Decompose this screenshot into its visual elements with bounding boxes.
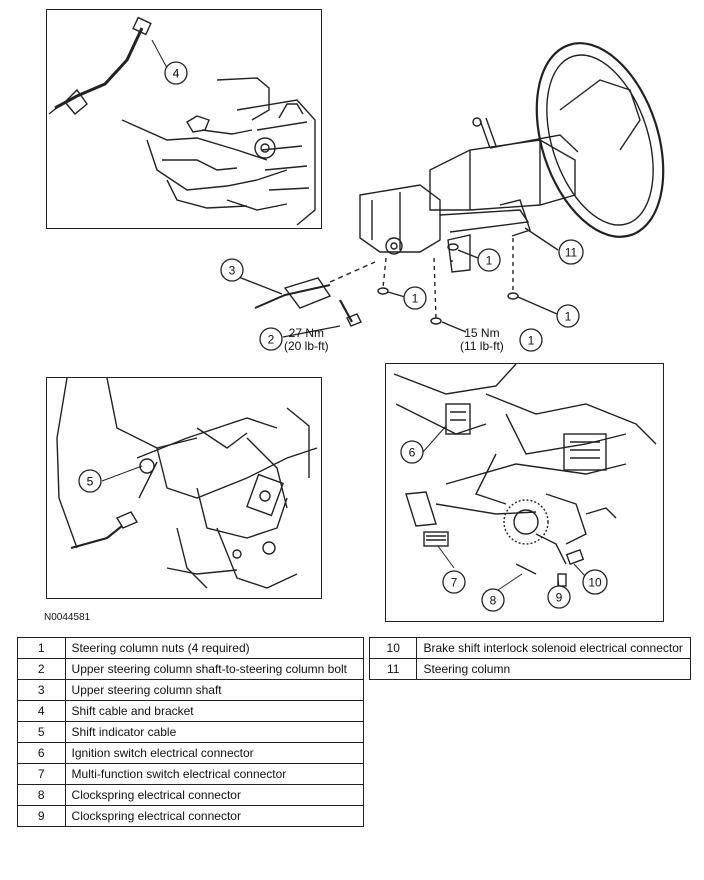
- legend-description: Clockspring electrical connector: [64, 784, 365, 806]
- figure-code: N0044581: [44, 612, 91, 623]
- callout-5-circle: [78, 469, 102, 493]
- callout-9-circle: [547, 585, 571, 609]
- legend-description: Upper steering column shaft: [64, 679, 365, 701]
- callout-8-circle: [481, 588, 505, 612]
- legend-number: 8: [17, 784, 66, 806]
- shift-indicator-drawing: 5: [56, 378, 318, 589]
- inset-shift-cable: 4: [46, 9, 322, 229]
- callout-2-circle: [259, 327, 283, 351]
- legend-number: 5: [17, 721, 66, 743]
- callout-1-label-b: 1: [486, 254, 493, 268]
- callout-7-circle: [442, 570, 466, 594]
- legend-description: Ignition switch electrical connector: [64, 742, 365, 764]
- callout-5-label: 5: [87, 475, 94, 489]
- bolt-torque-nm: 27 Nm: [288, 326, 325, 340]
- callout-1-circle-b: [477, 248, 501, 272]
- callout-9-label: 9: [556, 591, 563, 605]
- callout-1-label-a: 1: [412, 292, 419, 306]
- legend-description: Multi-function switch electrical connect…: [64, 763, 365, 785]
- callout-1-label-c: 1: [565, 310, 572, 324]
- legend-description: Shift indicator cable: [64, 721, 365, 743]
- callout-7-label: 7: [451, 576, 458, 590]
- legend-description: Steering column: [416, 658, 691, 680]
- nut-torque-spec: 15 Nm (11 lb-ft): [460, 327, 504, 353]
- steering-column-drawing: 3 2 1 1 1 1 11: [220, 42, 665, 352]
- legend-number: 10: [368, 637, 418, 659]
- callout-1-label-d: 1: [528, 334, 535, 348]
- callout-4-circle: [164, 61, 188, 85]
- callout-1-circle-c: [556, 304, 580, 328]
- nut-torque-nm: 15 Nm: [464, 326, 500, 340]
- callout-10-circle: [582, 569, 608, 595]
- bolt-torque-spec: 27 Nm (20 lb-ft): [284, 327, 329, 353]
- legend-description: Clockspring electrical connector: [64, 805, 365, 827]
- legend-number: 1: [17, 637, 66, 659]
- callout-11-label: 11: [565, 246, 578, 260]
- callout-1-circle-a: [403, 286, 427, 310]
- shift-cable-drawing: 4: [48, 16, 316, 226]
- callout-2-label: 2: [268, 333, 275, 347]
- legend-description: Upper steering column shaft-to-steering …: [64, 658, 365, 680]
- legend-number: 6: [17, 742, 66, 764]
- callout-6-label: 6: [409, 446, 416, 460]
- callout-11-circle: [558, 239, 584, 265]
- callout-8-label: 8: [490, 594, 497, 608]
- legend-number: 9: [17, 805, 66, 827]
- inset-connectors: 6 7 8 9 10: [385, 363, 664, 622]
- callout-3-label: 3: [229, 264, 236, 278]
- callout-3-circle: [220, 258, 244, 282]
- legend-number: 3: [17, 679, 66, 701]
- inset-shift-indicator: 5: [46, 377, 322, 599]
- legend-number: 4: [17, 700, 66, 722]
- legend-description: Brake shift interlock solenoid electrica…: [416, 637, 691, 659]
- legend-description: Steering column nuts (4 required): [64, 637, 365, 659]
- legend-number: 11: [368, 658, 418, 680]
- bolt-torque-lbft: (20 lb-ft): [284, 339, 329, 353]
- connectors-drawing: 6 7 8 9 10: [393, 364, 657, 612]
- legend-number: 2: [17, 658, 66, 680]
- callout-1-circle-d: [519, 328, 543, 352]
- exploded-view: 3 2 1 1 1 1 11 27 Nm (20 lb-ft) 15 Nm (1…: [0, 0, 704, 370]
- legend-number: 7: [17, 763, 66, 785]
- callout-10-label: 10: [588, 576, 602, 590]
- nut-torque-lbft: (11 lb-ft): [460, 339, 504, 353]
- callout-4-label: 4: [173, 67, 180, 81]
- legend-description: Shift cable and bracket: [64, 700, 365, 722]
- callout-6-circle: [400, 440, 424, 464]
